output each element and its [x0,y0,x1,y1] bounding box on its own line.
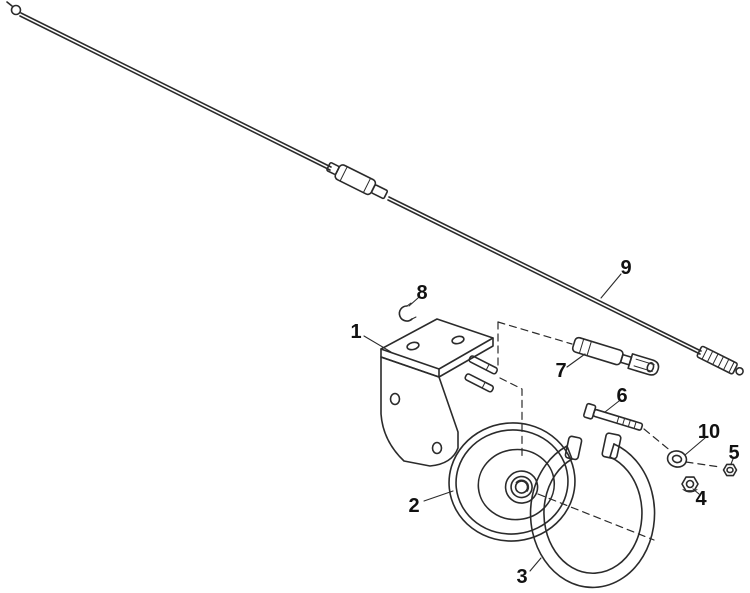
callout-part-10: 10 [697,421,721,443]
cable-eyelet [6,1,22,16]
band-clamp [529,432,656,589]
callout-part-8: 8 [416,282,428,304]
callout-part-1: 1 [350,321,362,343]
construction-lines [497,321,721,541]
flange-nut [681,476,699,493]
mounting-bracket [380,318,498,467]
callout-part-6: 6 [616,385,628,407]
cable-adjuster-fitting [571,336,660,376]
idler-pulley [448,422,576,542]
leader-lines [363,273,734,572]
bracket-stud-lower [464,373,494,393]
hex-nut [722,463,738,477]
cable-spring-end [696,345,744,376]
callout-part-5: 5 [728,442,740,464]
bracket-stud-upper [468,355,498,375]
callout-part-2: 2 [408,495,420,517]
clamp-bolt [583,402,644,431]
callout-part-3: 3 [516,566,528,588]
callout-part-9: 9 [620,257,632,279]
retainer-clip [398,302,417,322]
cable-turnbuckle [326,161,389,200]
callout-part-4: 4 [695,488,707,510]
cable-assembly [6,1,744,376]
callout-part-7: 7 [555,360,567,382]
clamp-lug-left [564,435,583,461]
clamp-lug-right [601,432,622,460]
flat-washer [666,450,688,468]
